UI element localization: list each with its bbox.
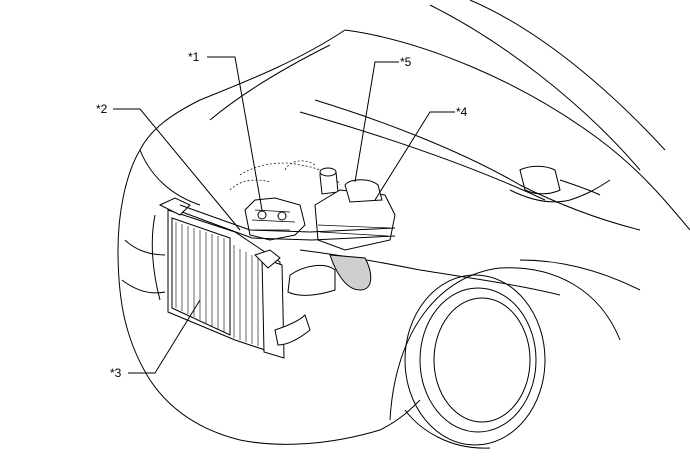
callout-labels: *1 *2 *3 *4 *5 xyxy=(96,50,468,380)
callout-label-2: *2 xyxy=(96,102,108,116)
callout-label-1: *1 xyxy=(188,50,200,64)
exhaust-manifold xyxy=(244,197,306,241)
leader-lines xyxy=(113,56,455,374)
car-body xyxy=(117,0,690,445)
callout-label-3: *3 xyxy=(110,366,122,380)
reservoir-tank xyxy=(319,167,339,195)
front-wheel xyxy=(389,267,621,449)
air-cleaner-assembly xyxy=(287,179,396,296)
radiator-assembly xyxy=(158,197,311,359)
callout-label-4: *4 xyxy=(456,105,468,119)
callout-label-5: *5 xyxy=(400,55,412,69)
radiator-support-upper xyxy=(179,204,396,241)
